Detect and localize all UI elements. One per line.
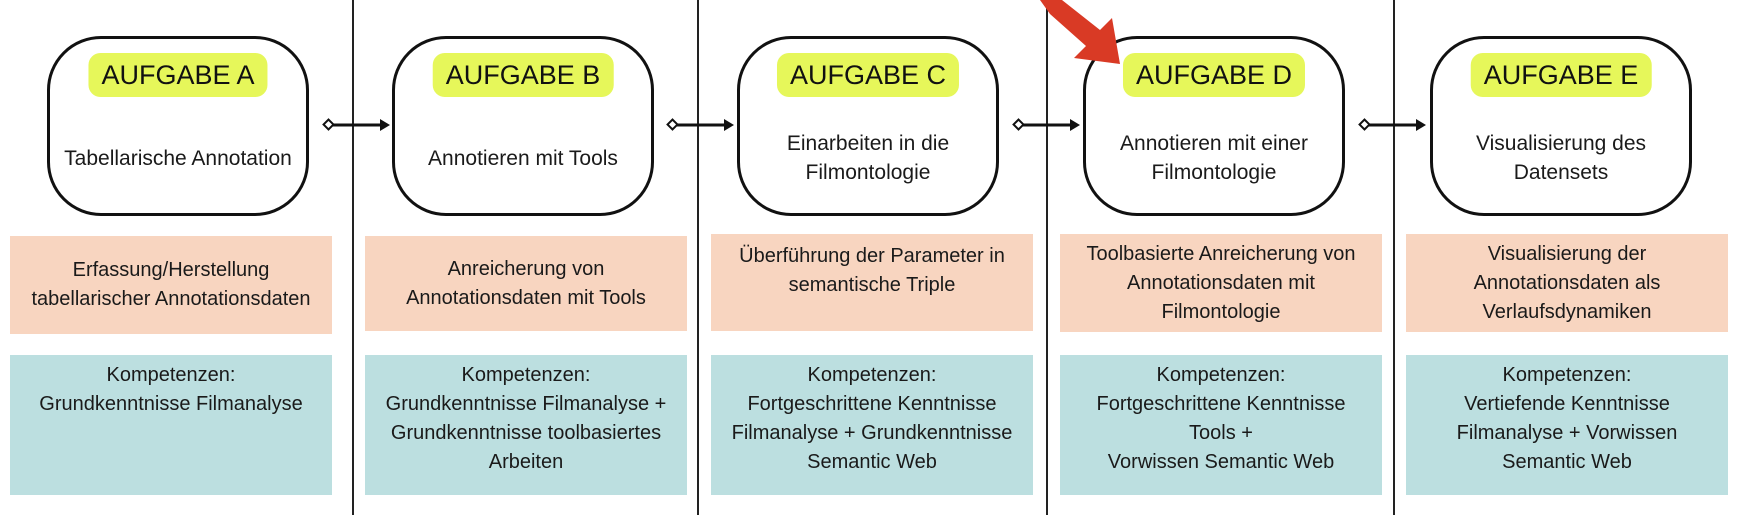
column-divider [352, 0, 354, 515]
connector-arrow-icon [666, 118, 734, 131]
task-badge-d: AUFGABE D [1122, 53, 1306, 97]
competence-box-a: Kompetenzen:Grundkenntnisse Filmanalyse [10, 355, 332, 495]
competence-box-b: Kompetenzen: Grundkenntnisse Filmanalyse… [365, 355, 687, 495]
task-box-a: AUFGABE A Tabellarische Annotation [47, 36, 309, 216]
task-box-b: AUFGABE B Annotieren mit Tools [392, 36, 654, 216]
connector-arrow-icon [1012, 118, 1080, 131]
task-title-b: Annotieren mit Tools [428, 146, 618, 170]
competence-box-e: Kompetenzen: Vertiefende Kenntnisse Film… [1406, 355, 1728, 495]
column-divider [697, 0, 699, 515]
task-title-a: Tabellarische Annotation [64, 146, 292, 170]
competence-box-c: Kompetenzen: Fortgeschrittene Kenntnisse… [711, 355, 1033, 495]
task-description-e: Visualisierung der Annotationsdaten als … [1406, 234, 1728, 332]
connector-arrow-icon [1358, 118, 1426, 131]
column-divider [1046, 0, 1048, 515]
competence-box-d: Kompetenzen: Fortgeschrittene Kenntnisse… [1060, 355, 1382, 495]
task-description-d: Toolbasierte Anreicherung von Annotation… [1060, 234, 1382, 332]
column-divider [1393, 0, 1395, 515]
connector-arrow-icon [322, 118, 390, 131]
task-badge-c: AUFGABE C [776, 53, 960, 97]
task-badge-b: AUFGABE B [432, 53, 614, 97]
task-badge-e: AUFGABE E [1470, 53, 1652, 97]
task-badge-a: AUFGABE A [88, 53, 268, 97]
red-arrow-icon [1040, 0, 1120, 64]
